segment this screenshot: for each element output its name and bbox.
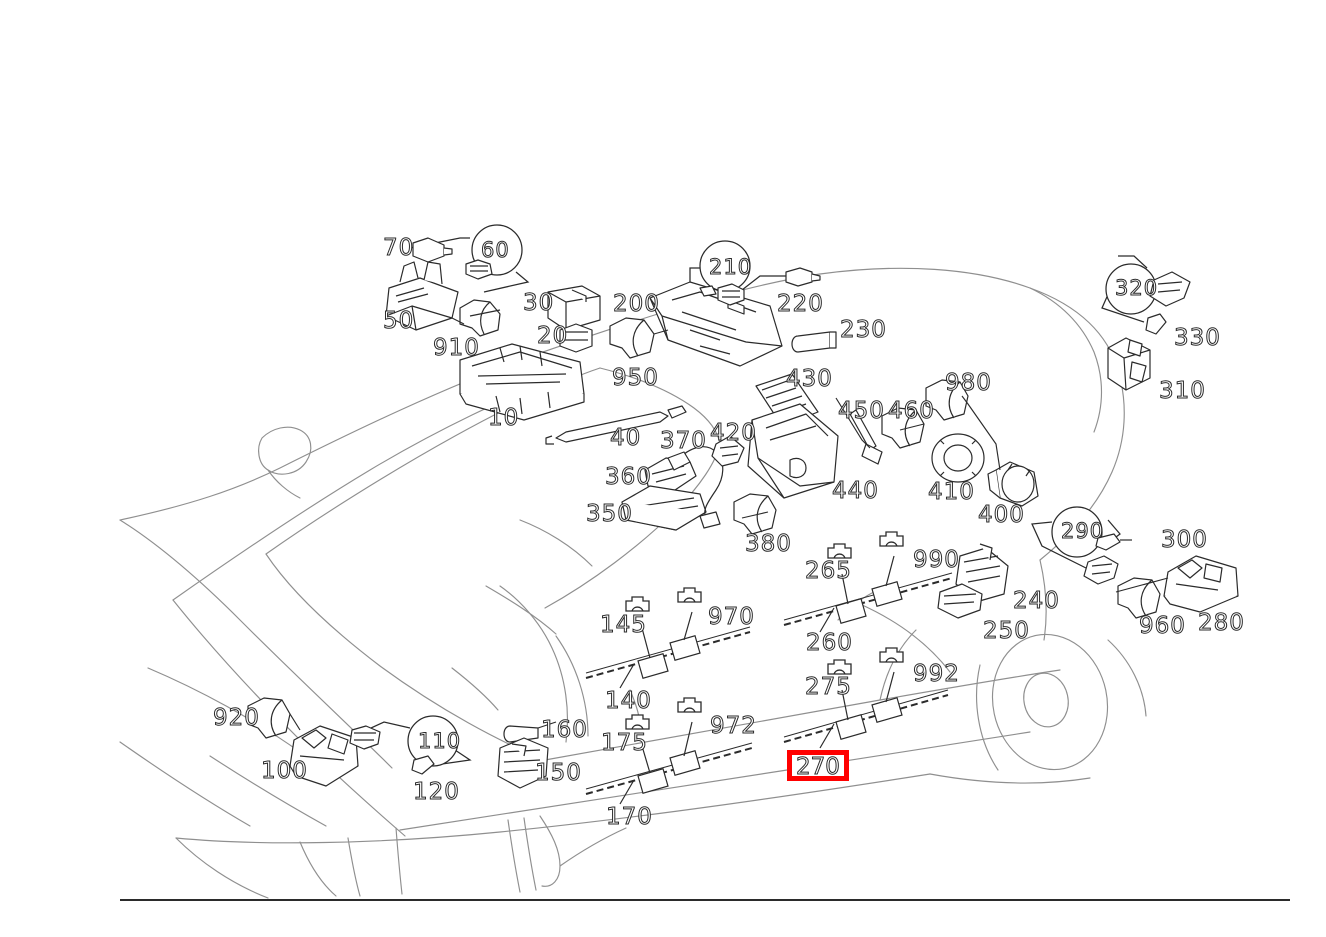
part-label-370[interactable]: 370 <box>660 428 707 454</box>
part-label-265[interactable]: 265 <box>805 558 852 584</box>
callout-label-60[interactable]: 60 <box>481 238 510 262</box>
part-label-990[interactable]: 990 <box>913 547 960 573</box>
harness-270-group <box>783 647 949 749</box>
part-label-230[interactable]: 230 <box>840 317 887 343</box>
part-450-shape <box>849 409 883 465</box>
highlighted-part-270[interactable] <box>787 750 849 781</box>
part-label-145[interactable]: 145 <box>600 612 647 638</box>
part-30-shape <box>547 285 601 331</box>
part-160-shape <box>503 725 539 743</box>
part-380-shape <box>733 493 777 535</box>
part-label-260[interactable]: 260 <box>806 630 853 656</box>
part-100-shape <box>289 725 359 787</box>
part-label-992[interactable]: 992 <box>913 661 960 687</box>
part-label-460[interactable]: 460 <box>888 398 935 424</box>
part-330-shape <box>1145 313 1167 335</box>
part-280-shape <box>1163 555 1239 613</box>
part-label-30[interactable]: 30 <box>522 290 555 316</box>
part-400-shape <box>987 461 1039 507</box>
part-300-shape <box>1095 533 1132 551</box>
part-40-shape <box>545 405 687 445</box>
part-label-380[interactable]: 380 <box>745 531 792 557</box>
part-shapes <box>247 237 1239 789</box>
part-60-shape <box>465 259 493 280</box>
part-label-430[interactable]: 430 <box>786 366 833 392</box>
part-label-910[interactable]: 910 <box>433 335 480 361</box>
part-360-shape <box>644 457 697 493</box>
part-label-280[interactable]: 280 <box>1198 610 1245 636</box>
harness-140-group <box>585 587 751 689</box>
part-10-shape <box>459 343 585 421</box>
part-label-250[interactable]: 250 <box>983 618 1030 644</box>
part-220-shape <box>785 267 821 287</box>
part-label-330[interactable]: 330 <box>1174 325 1221 351</box>
part-label-920[interactable]: 920 <box>213 705 260 731</box>
part-320-shape <box>1149 271 1191 307</box>
part-440-shape <box>747 403 839 499</box>
part-70-shape <box>412 237 453 263</box>
part-200-shape <box>649 281 783 367</box>
part-label-275[interactable]: 275 <box>805 674 852 700</box>
part-910-shape <box>459 299 501 337</box>
harness-170-group <box>585 697 753 805</box>
part-50-shape <box>385 261 459 331</box>
part-460-shape <box>881 407 925 449</box>
part-label-970[interactable]: 970 <box>708 604 755 630</box>
part-950-shape <box>609 317 655 359</box>
part-label-240[interactable]: 240 <box>1013 588 1060 614</box>
part-label-350[interactable]: 350 <box>586 501 633 527</box>
part-420-shape <box>711 435 745 467</box>
part-230-shape <box>791 331 837 353</box>
part-label-972[interactable]: 972 <box>710 713 757 739</box>
part-label-140[interactable]: 140 <box>605 688 652 714</box>
part-label-450[interactable]: 450 <box>838 398 885 424</box>
part-110-shape <box>349 725 381 750</box>
part-label-10[interactable]: 10 <box>487 405 520 431</box>
callout-label-290[interactable]: 290 <box>1060 519 1105 543</box>
part-label-160[interactable]: 160 <box>541 717 588 743</box>
part-label-70[interactable]: 70 <box>382 235 415 261</box>
part-920-shape <box>247 697 291 739</box>
harness-connectors <box>585 531 953 805</box>
part-960-shape <box>1117 577 1161 619</box>
part-label-200[interactable]: 200 <box>613 291 660 317</box>
part-20-shape <box>559 323 593 353</box>
part-label-360[interactable]: 360 <box>605 464 652 490</box>
highlighted-part-270-label: 270 <box>796 754 841 781</box>
part-210-shape <box>717 283 745 306</box>
part-label-410[interactable]: 410 <box>928 479 975 505</box>
part-label-20[interactable]: 20 <box>536 323 569 349</box>
part-label-950[interactable]: 950 <box>612 365 659 391</box>
part-label-50[interactable]: 50 <box>382 308 415 334</box>
part-label-170[interactable]: 170 <box>606 804 653 830</box>
part-leader-lines <box>289 309 1169 731</box>
part-label-120[interactable]: 120 <box>413 779 460 805</box>
callout-label-210[interactable]: 210 <box>708 255 753 279</box>
part-310-shape <box>1107 337 1151 391</box>
part-label-440[interactable]: 440 <box>832 478 879 504</box>
part-250-shape <box>937 583 983 619</box>
part-410-shape <box>931 433 985 483</box>
harness-260-group <box>783 531 953 633</box>
part-980-shape <box>925 379 969 421</box>
part-350-shape <box>621 485 707 531</box>
part-label-150[interactable]: 150 <box>535 760 582 786</box>
part-120-shape <box>411 755 435 775</box>
callout-label-320[interactable]: 320 <box>1114 276 1159 300</box>
part-label-420[interactable]: 420 <box>710 420 757 446</box>
part-290-shape <box>1083 555 1119 585</box>
part-label-40[interactable]: 40 <box>609 425 642 451</box>
part-label-310[interactable]: 310 <box>1159 378 1206 404</box>
part-370-shape <box>667 446 724 529</box>
part-label-100[interactable]: 100 <box>261 758 308 784</box>
part-label-220[interactable]: 220 <box>777 291 824 317</box>
part-label-175[interactable]: 175 <box>601 730 648 756</box>
part-label-400[interactable]: 400 <box>978 502 1025 528</box>
callout-label-110[interactable]: 110 <box>417 729 462 753</box>
part-label-300[interactable]: 300 <box>1161 527 1208 553</box>
part-label-980[interactable]: 980 <box>945 370 992 396</box>
part-150-shape <box>497 737 549 789</box>
part-label-960[interactable]: 960 <box>1139 613 1186 639</box>
